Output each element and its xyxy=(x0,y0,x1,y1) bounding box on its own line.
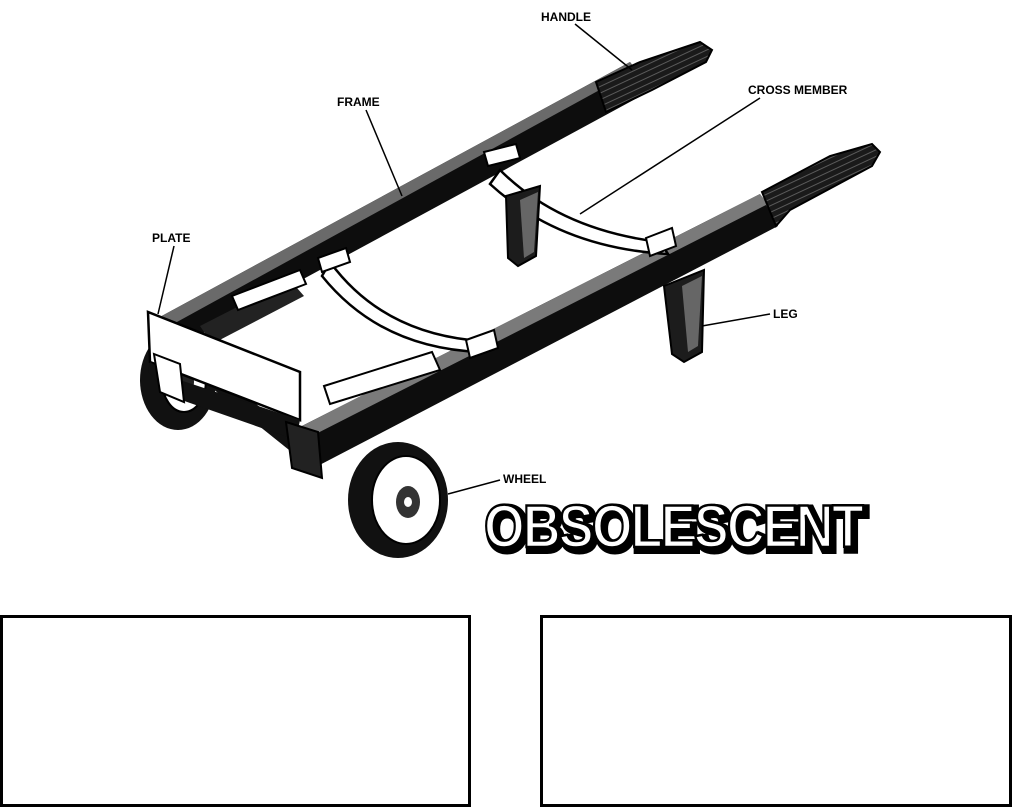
blank-box-right xyxy=(540,615,1012,807)
front-wheel xyxy=(348,442,448,558)
handle-leader xyxy=(575,24,632,70)
wheel-leader xyxy=(448,480,500,494)
obsolescent-stamp: OBSOLESCENT xyxy=(484,493,863,560)
far-handle xyxy=(596,42,712,112)
handle-label: HANDLE xyxy=(541,10,591,24)
leg-leader xyxy=(702,314,770,326)
cross-member-leader xyxy=(580,98,760,214)
front-leg xyxy=(664,270,704,362)
near-handle xyxy=(762,144,880,226)
cross-member-rear xyxy=(322,262,480,352)
plate-label: PLATE xyxy=(152,231,190,245)
cross-member-label: CROSS MEMBER xyxy=(748,83,848,97)
plate-leader xyxy=(158,246,174,314)
frame-label: FRAME xyxy=(337,95,380,109)
rear-leg xyxy=(506,186,540,266)
wheel-label: WHEEL xyxy=(503,472,546,486)
blank-box-left xyxy=(0,615,471,807)
hand-truck-diagram: HANDLE CROSS MEMBER FRAME PLATE LEG WHEE… xyxy=(0,0,1012,600)
nose-plate xyxy=(148,312,322,478)
frame-leader xyxy=(366,110,402,196)
leg-label: LEG xyxy=(773,307,798,321)
